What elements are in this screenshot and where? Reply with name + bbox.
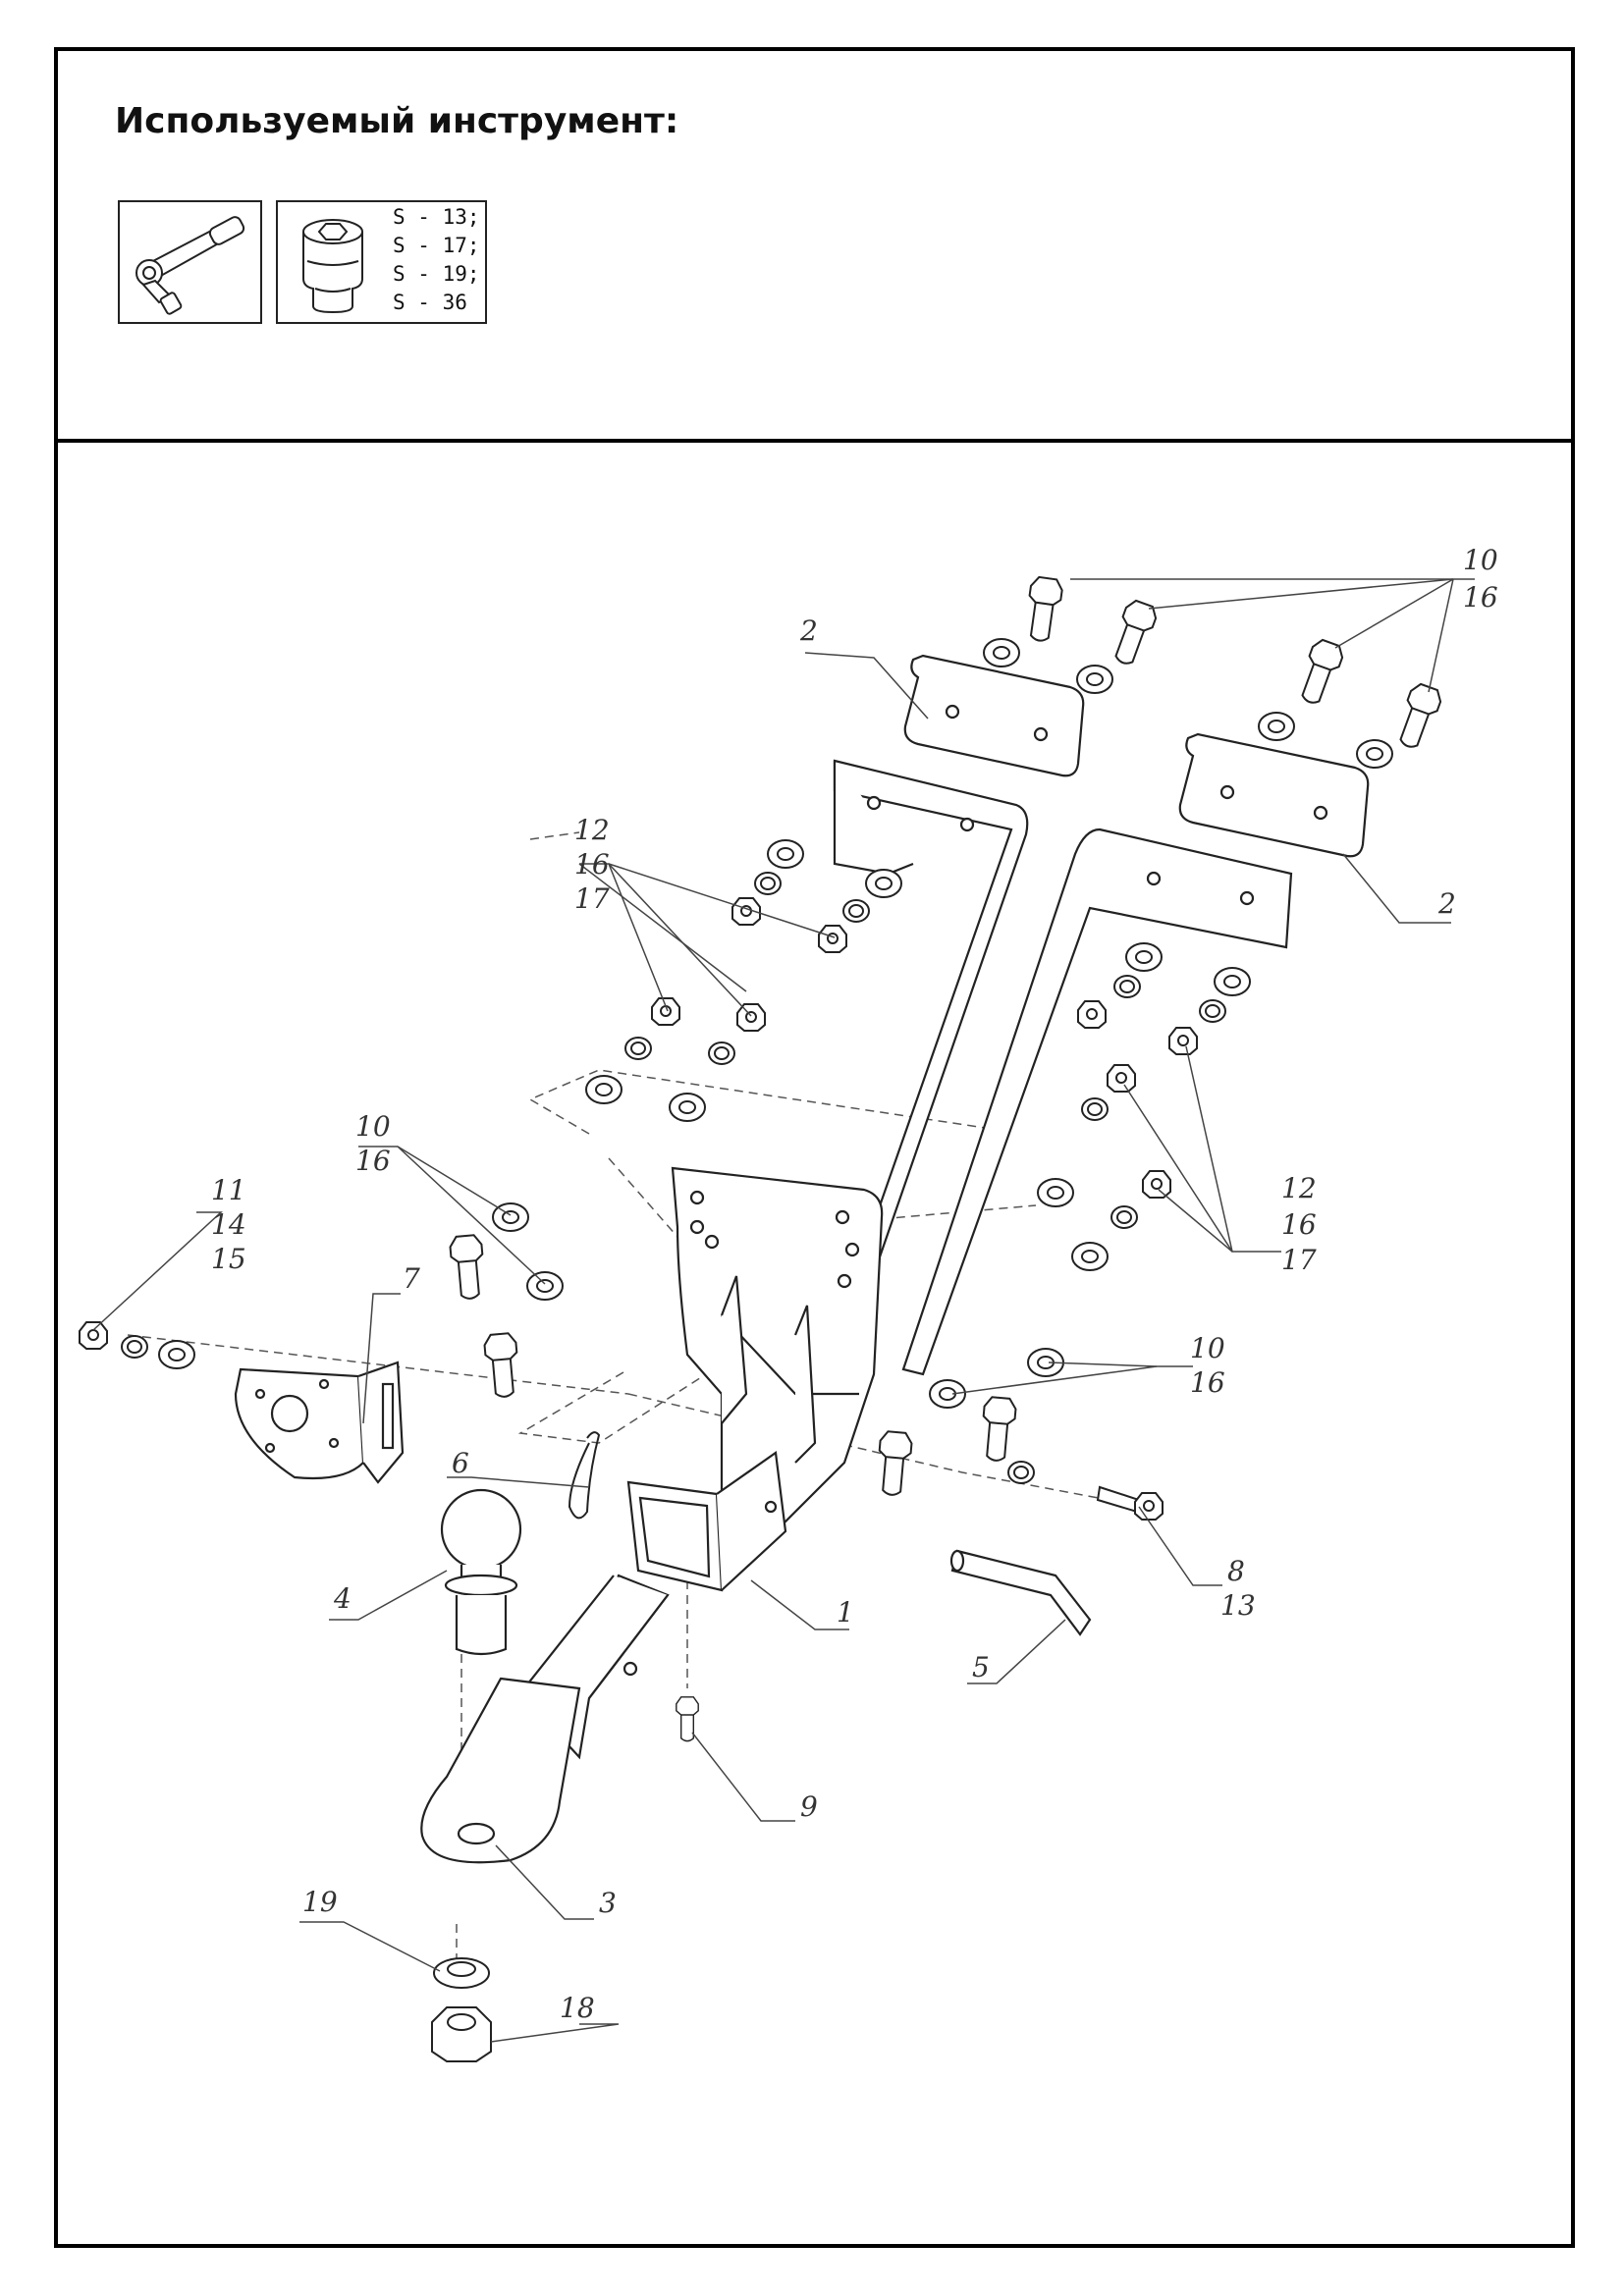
callout-right-nuts-12: 12 [1281, 1172, 1317, 1204]
callout-part-9: 9 [800, 1790, 818, 1823]
socket-size-list: S - 13; S - 17; S - 19; S - 36 [393, 203, 480, 317]
callout-left-nuts-16: 16 [574, 848, 610, 881]
callout-labels: 1 2 2 3 4 5 6 7 8 13 9 10 16 10 16 10 16… [211, 544, 1498, 2024]
spacer-plate-right [1178, 732, 1370, 858]
callout-part-8-sub: 13 [1220, 1589, 1256, 1622]
callout-part-2-right: 2 [1437, 887, 1456, 920]
callout-socket-fix-15: 15 [211, 1243, 246, 1275]
callout-left-nuts-12: 12 [574, 814, 610, 846]
callout-left-bolts-16: 16 [355, 1145, 391, 1177]
wrench-tool-box [118, 200, 262, 324]
callout-part-3: 3 [599, 1887, 617, 1919]
callout-part-5: 5 [972, 1651, 990, 1683]
callout-top-bolts-10: 10 [1463, 544, 1498, 576]
socket-bracket-7 [234, 1361, 405, 1484]
socket-tool-box [276, 200, 487, 324]
callout-part-6: 6 [452, 1447, 469, 1479]
drawing-frame [54, 47, 1575, 2248]
callout-socket-fix-14: 14 [211, 1208, 246, 1241]
callout-right-nuts-17: 17 [1281, 1244, 1317, 1276]
section-divider [54, 439, 1575, 443]
callout-right-bolts-10: 10 [1190, 1332, 1225, 1364]
callout-left-nuts-17: 17 [574, 882, 610, 915]
callout-part-1: 1 [837, 1596, 854, 1629]
hitch-pin-5 [949, 1549, 1092, 1636]
mounting-plates-2 [903, 654, 1370, 858]
socket-size-13: S - 13; [393, 205, 480, 229]
ratchet-wrench-icon [135, 216, 245, 315]
r-clip-6 [568, 1431, 601, 1520]
fasteners [79, 574, 1445, 2062]
callout-left-bolts-10: 10 [355, 1110, 391, 1143]
callout-top-bolts-16: 16 [1463, 581, 1498, 614]
frame-brackets [833, 759, 1293, 1376]
callout-part-8: 8 [1227, 1555, 1245, 1587]
socket-head-icon [302, 219, 363, 314]
tools-heading: Используемый инструмент: [115, 101, 679, 141]
callout-right-bolts-16: 16 [1190, 1366, 1225, 1399]
main-crossbar-1 [626, 1166, 884, 1592]
callout-part-4: 4 [333, 1582, 352, 1615]
callout-socket-fix-11: 11 [211, 1174, 246, 1206]
callout-part-19: 19 [302, 1886, 338, 1918]
callout-part-7: 7 [403, 1262, 420, 1295]
leader-lines [92, 578, 1475, 2043]
callout-right-nuts-16: 16 [1281, 1208, 1317, 1241]
socket-size-17: S - 17; [393, 234, 480, 257]
socket-size-36: S - 36 [393, 291, 467, 314]
tow-ball-4 [440, 1488, 522, 1656]
callout-part-18: 18 [560, 1992, 595, 2024]
socket-size-19: S - 19; [393, 262, 480, 286]
spacer-plate-left [903, 654, 1085, 777]
callout-part-2-left: 2 [799, 614, 818, 647]
ball-mount-3 [420, 1574, 670, 1864]
